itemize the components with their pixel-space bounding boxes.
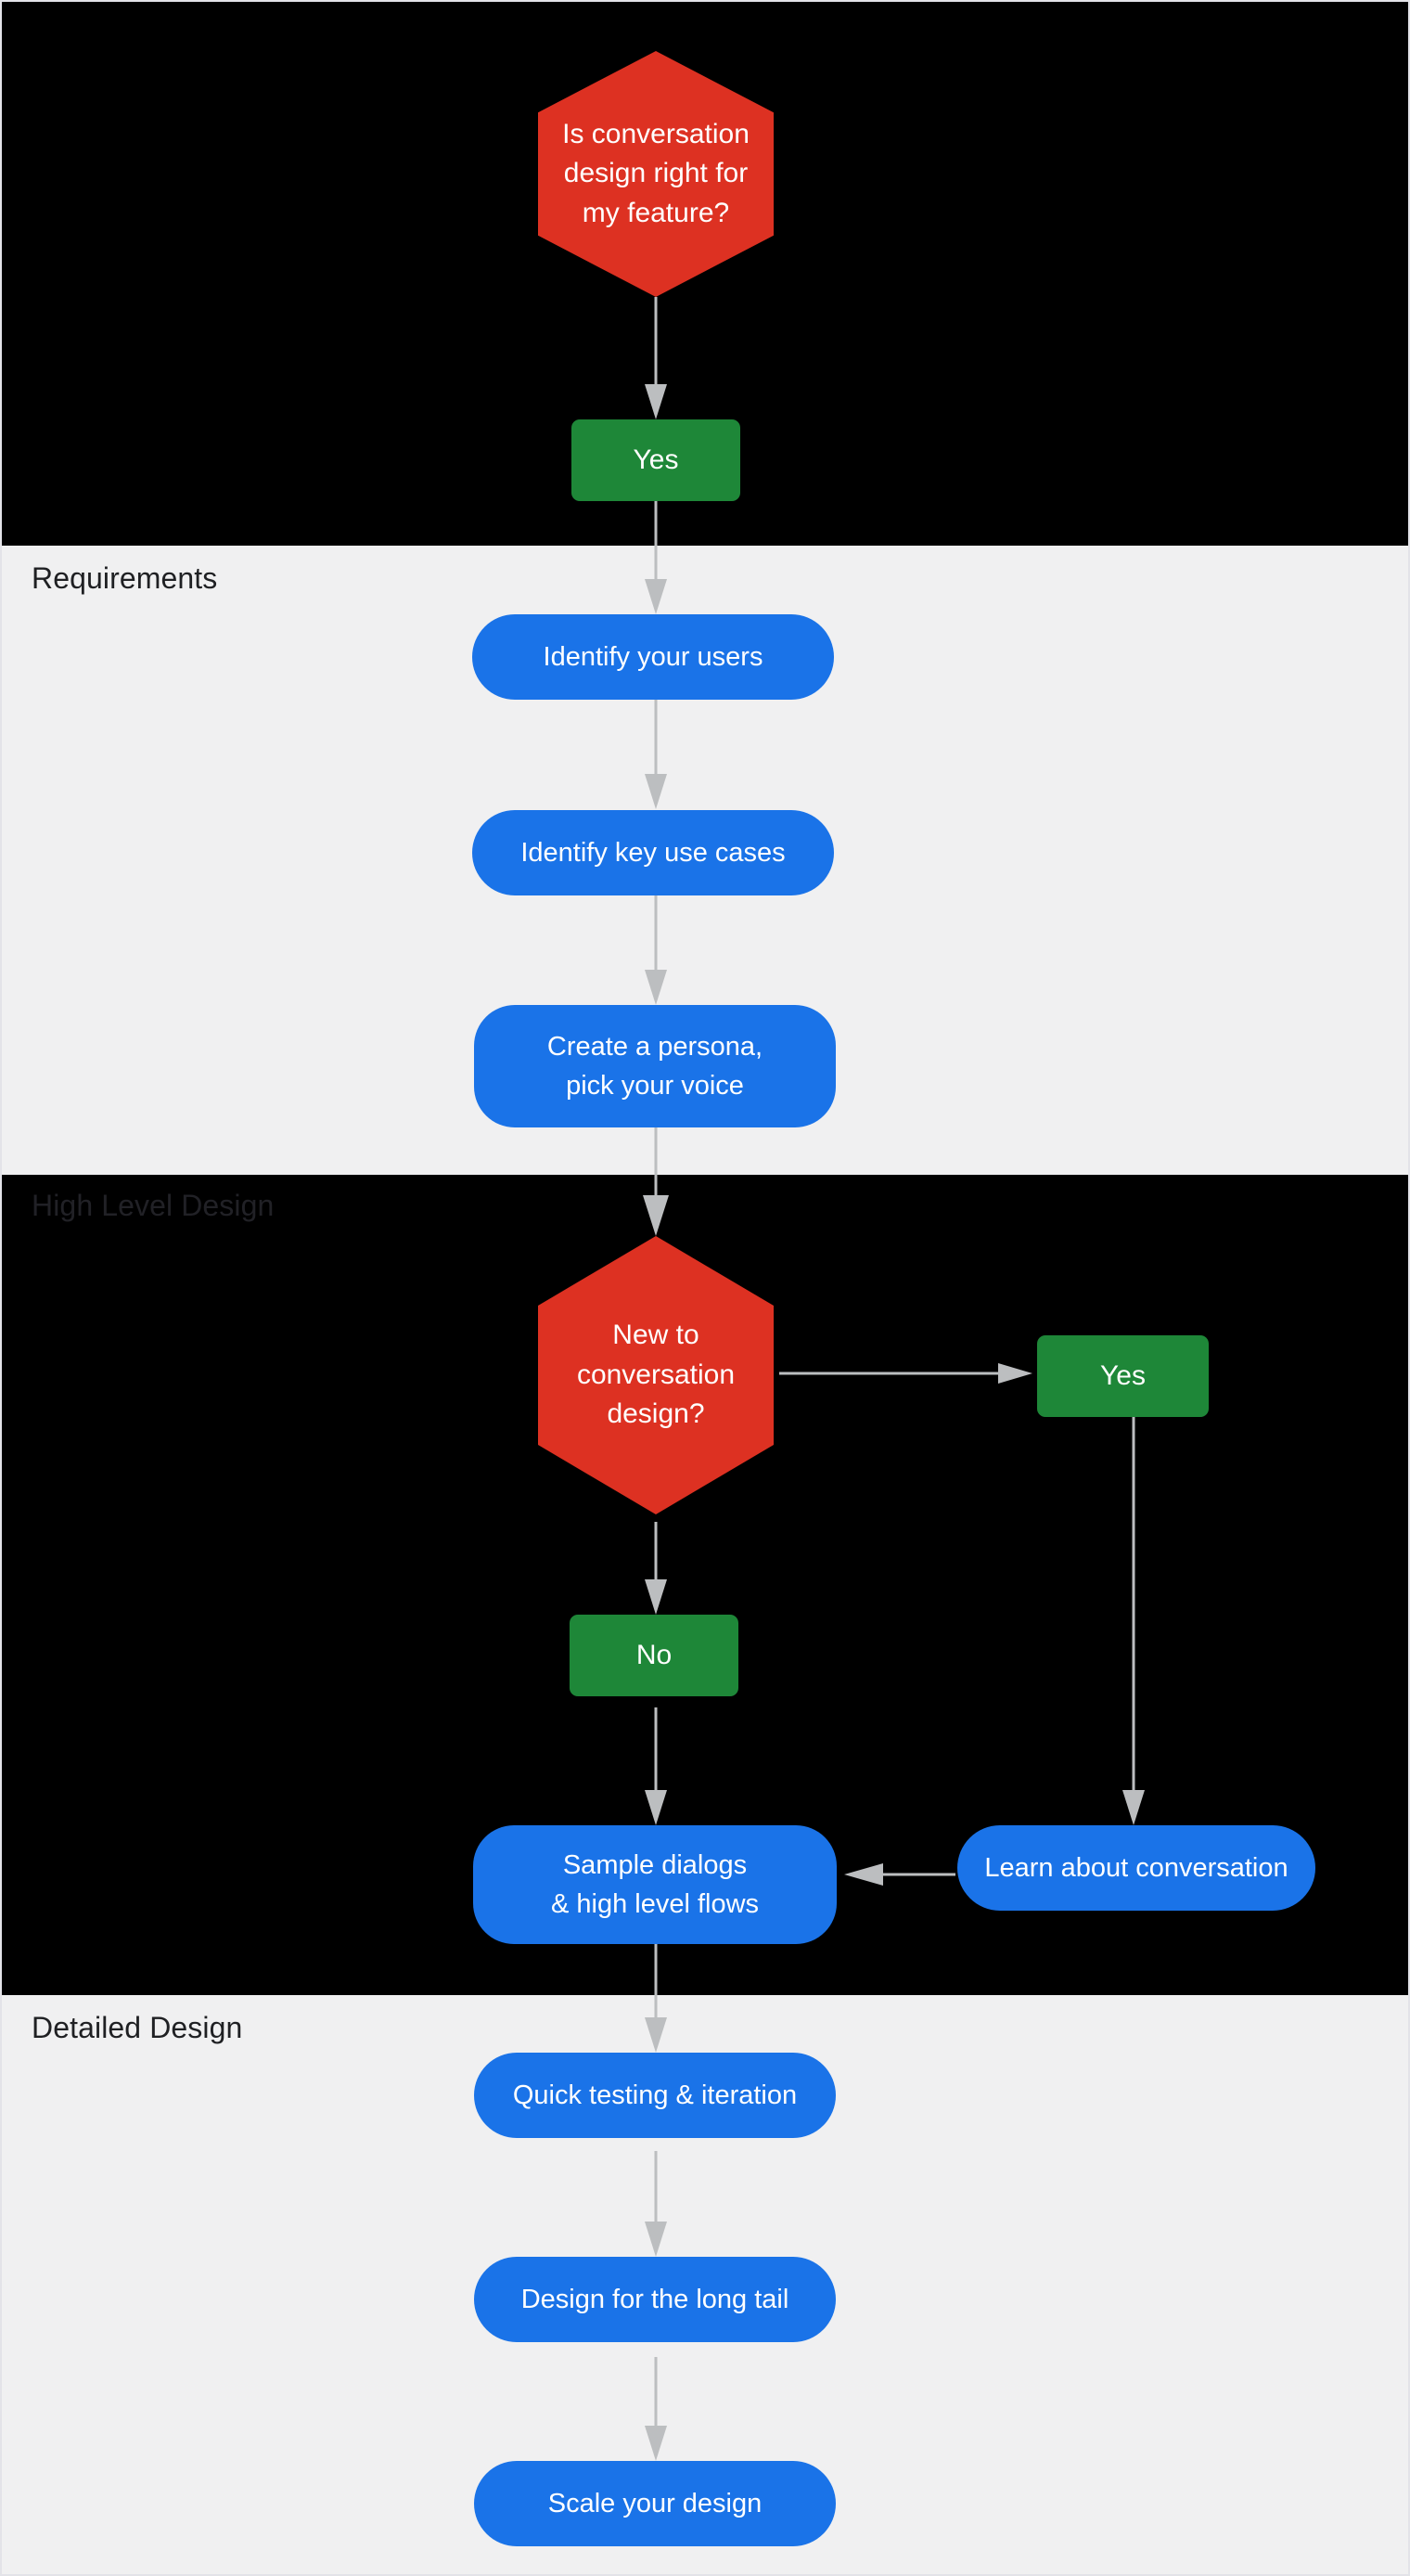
step-node-learn-about-conversation[interactable]: Learn about conversation — [957, 1825, 1315, 1911]
decision-node-label: Is conversation design right for my feat… — [562, 118, 750, 228]
answer-node-yes-1[interactable]: Yes — [571, 419, 740, 501]
step-node-label: Sample dialogs & high level flows — [550, 1849, 760, 1919]
step-node-sample-dialogs[interactable]: Sample dialogs & high level flows — [473, 1825, 837, 1944]
step-node-identify-key-use-cases[interactable]: Identify key use cases — [472, 810, 834, 895]
step-node-identify-your-users[interactable]: Identify your users — [472, 614, 834, 700]
decision-node-label: New to conversation design? — [576, 1320, 736, 1430]
answer-node-yes-2[interactable]: Yes — [1037, 1335, 1209, 1417]
step-node-scale-your-design[interactable]: Scale your design — [474, 2461, 836, 2546]
step-node-quick-testing[interactable]: Quick testing & iteration — [474, 2053, 836, 2138]
answer-node-no[interactable]: No — [570, 1615, 738, 1696]
step-node-label: Create a persona, pick your voice — [546, 1031, 763, 1101]
band-label-high-level-design: High Level Design — [32, 1189, 275, 1222]
band-label-requirements: Requirements — [32, 561, 218, 595]
step-node-design-long-tail[interactable]: Design for the long tail — [474, 2257, 836, 2342]
step-node-create-a-persona[interactable]: Create a persona, pick your voice — [474, 1005, 836, 1127]
band-label-detailed-design: Detailed Design — [32, 2011, 243, 2044]
